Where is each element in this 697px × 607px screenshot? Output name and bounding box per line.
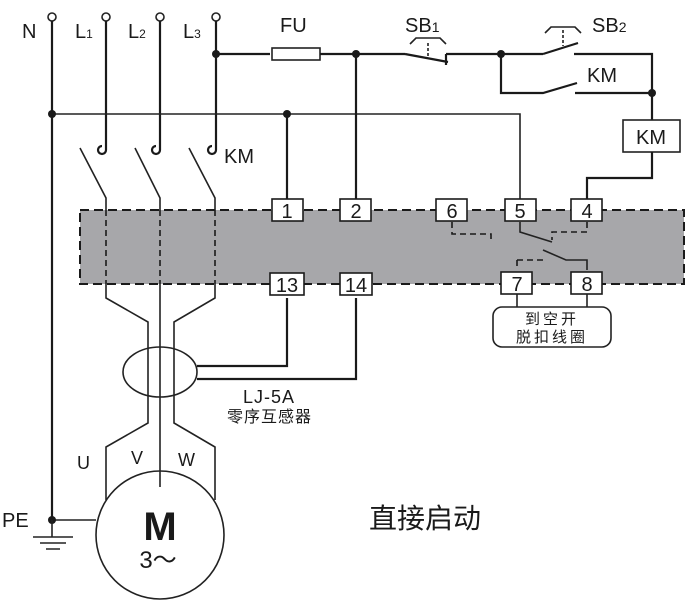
- terminal-1: 1: [271, 198, 304, 223]
- phase-wires-lower: [105, 284, 216, 500]
- trip-wires: [516, 294, 588, 307]
- supply-terminals: [47, 12, 221, 22]
- trip-note-line2: 脱扣线圈: [516, 328, 588, 346]
- label-motor-type: 3～: [139, 547, 176, 574]
- terminal-13: 13: [269, 272, 305, 297]
- svg-text:8: 8: [581, 274, 592, 296]
- phase-pass-through: [105, 210, 216, 284]
- terminal-7: 7: [500, 271, 533, 296]
- terminal-4: 4: [570, 198, 603, 223]
- terminal-5: 5: [504, 198, 537, 223]
- label-sb1: SB1: [405, 15, 440, 37]
- label-km-aux: KM: [587, 65, 617, 87]
- ct-wire-to-13: [197, 298, 289, 368]
- label-l2: L2: [128, 21, 146, 43]
- label-pe: PE: [2, 510, 29, 532]
- label-ct-model: LJ-5A: [243, 387, 295, 407]
- svg-text:6: 6: [446, 201, 457, 223]
- motor-icon: [95, 470, 225, 600]
- label-km-main: KM: [224, 146, 254, 168]
- terminal-l2: [155, 12, 165, 22]
- terminal-8: 8: [570, 271, 603, 296]
- label-n: N: [22, 21, 36, 43]
- neutral-bus: [52, 113, 521, 200]
- svg-text:1: 1: [281, 201, 292, 223]
- label-fu: FU: [280, 15, 307, 37]
- label-sb2: SB2: [592, 15, 627, 37]
- label-u: U: [77, 453, 90, 473]
- ground-icon: [33, 520, 73, 550]
- svg-text:2: 2: [350, 201, 361, 223]
- km-main-contacts-icon: [79, 144, 218, 210]
- control-wire: [574, 52, 654, 120]
- ct-wire-to-14: [197, 298, 358, 381]
- terminal-l3: [211, 12, 221, 22]
- diagram-title: 直接启动: [369, 502, 481, 535]
- trip-coil-note-box: [492, 306, 612, 348]
- label-v: V: [131, 448, 143, 468]
- label-motor: M: [143, 505, 176, 549]
- label-w: W: [178, 450, 195, 470]
- stop-button-icon: [404, 37, 449, 65]
- label-km-coil: KM: [636, 127, 666, 149]
- label-ct-name: 零序互感器: [227, 407, 312, 426]
- svg-text:7: 7: [511, 274, 522, 296]
- fuse-icon: [271, 47, 321, 61]
- label-l1: L1: [75, 21, 93, 43]
- svg-text:13: 13: [276, 275, 298, 297]
- junction-dot: [48, 110, 56, 118]
- terminal-2: 2: [339, 198, 372, 223]
- svg-text:5: 5: [514, 201, 525, 223]
- start-button-icon: [542, 26, 582, 56]
- terminal-n: [47, 12, 57, 22]
- label-l3: L3: [183, 21, 201, 43]
- current-transformer-icon: [122, 346, 198, 398]
- junction-dot: [283, 110, 291, 118]
- terminal-14: 14: [339, 272, 373, 297]
- trip-note-line1: 到空开: [525, 310, 579, 328]
- svg-text:14: 14: [345, 275, 367, 297]
- junction-dot: [212, 50, 220, 58]
- wire-to-terminal-4: [585, 152, 654, 200]
- svg-text:4: 4: [581, 201, 592, 223]
- terminal-l1: [101, 12, 111, 22]
- km-aux-contact-icon: [499, 54, 578, 95]
- relay-internal-contacts: [451, 222, 588, 270]
- terminal-6: 6: [435, 198, 468, 223]
- junction-dot: [648, 89, 656, 97]
